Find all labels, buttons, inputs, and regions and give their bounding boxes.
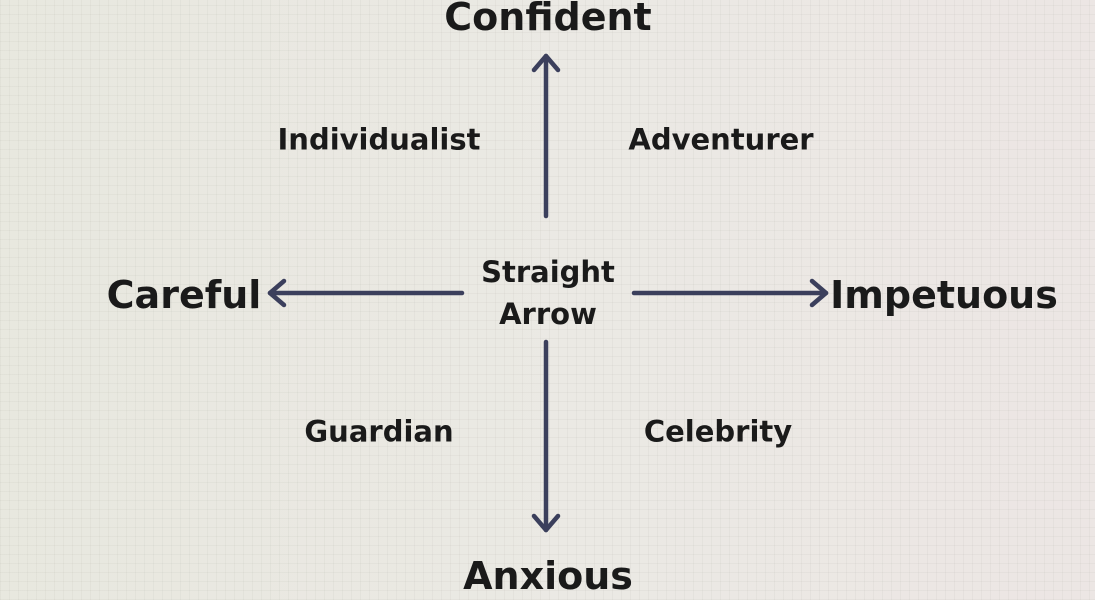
- arrow-up: [531, 53, 561, 219]
- axis-label-left: Careful: [106, 273, 262, 317]
- center-label: Straight Arrow: [481, 251, 615, 335]
- quadrant-label-bottom-left: Guardian: [304, 414, 454, 449]
- arrow-right: [631, 278, 829, 308]
- arrow-down: [531, 339, 561, 533]
- center-label-line-1: Straight: [481, 254, 615, 289]
- center-label-line-2: Arrow: [499, 297, 597, 331]
- quadrant-label-top-left: Individualist: [277, 122, 481, 157]
- quadrant-label-top-right: Adventurer: [628, 122, 814, 157]
- quadrant-label-bottom-right: Celebrity: [643, 414, 793, 449]
- axis-label-bottom: Anxious: [463, 554, 633, 598]
- arrow-left: [267, 278, 465, 308]
- axis-label-right: Impetuous: [830, 273, 1058, 317]
- axis-label-top: Confident: [444, 0, 652, 39]
